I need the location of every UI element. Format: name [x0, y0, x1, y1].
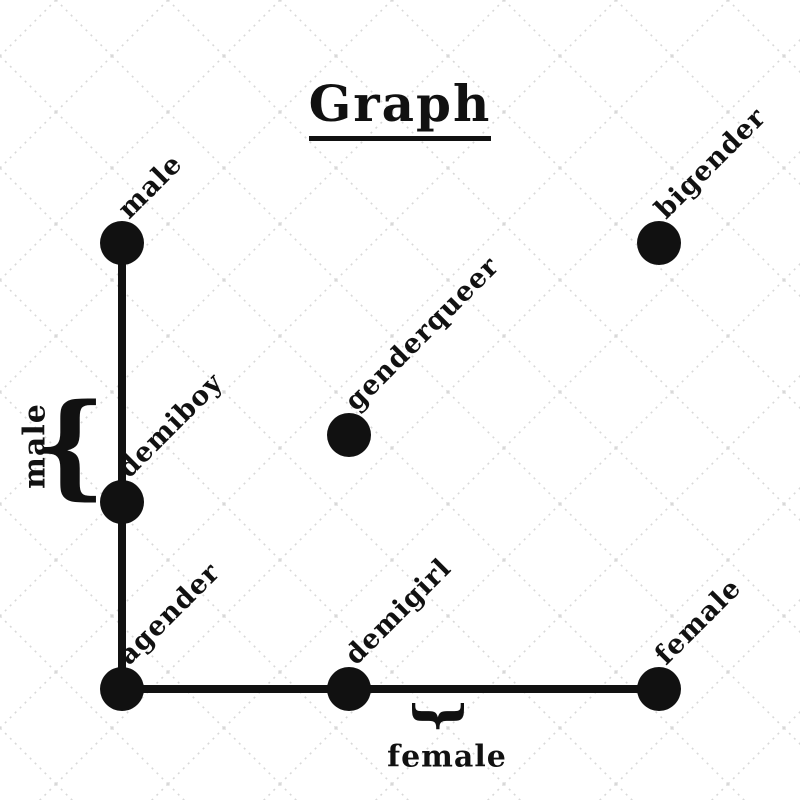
- graph-node-bigender: [637, 221, 681, 265]
- graph-nodes: [100, 221, 681, 711]
- diagram-title: Graph: [0, 74, 800, 141]
- graph-node-agender: [100, 667, 144, 711]
- graph-node-male: [100, 221, 144, 265]
- bottom-brace-label: female: [387, 739, 507, 775]
- graph-node-demigirl: [327, 667, 371, 711]
- left-brace-label: male: [17, 403, 53, 489]
- graph-node-female: [637, 667, 681, 711]
- graph-node-demiboy: [100, 480, 144, 524]
- graph-edges: [118, 243, 659, 693]
- bottom-curly-brace-icon: {: [403, 697, 469, 735]
- left-curly-brace-icon: {: [33, 380, 107, 511]
- graph-node-genderqueer: [327, 413, 371, 457]
- title-text: Graph: [308, 74, 492, 141]
